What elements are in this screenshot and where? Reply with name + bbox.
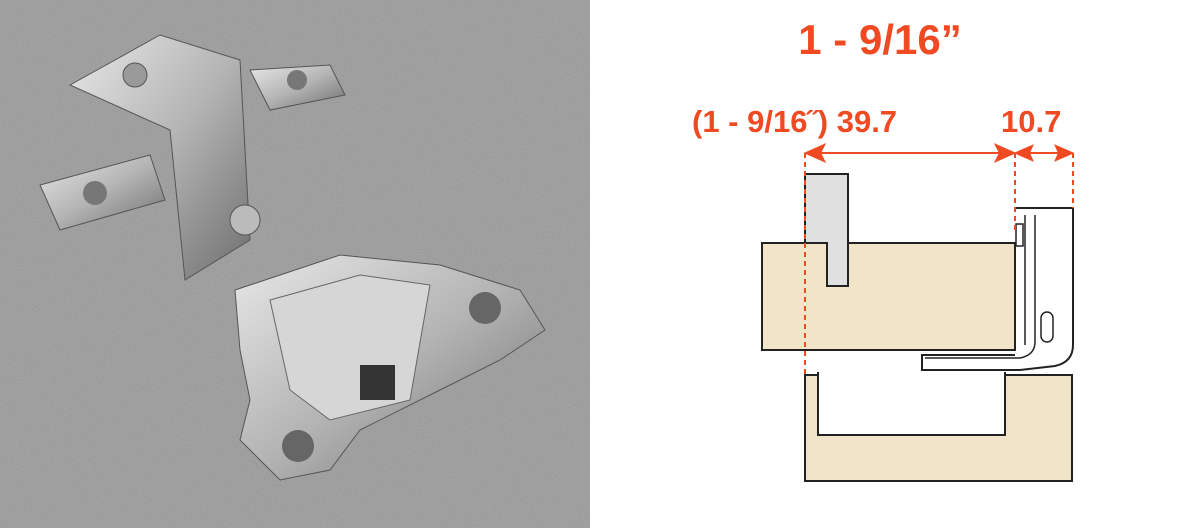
hinge-cup bbox=[817, 372, 1006, 436]
hinge-product-photo bbox=[0, 0, 590, 528]
overlay-dimension-label: (1 - 9/16˝) 39.7 bbox=[692, 104, 898, 139]
offset-dimension-label: 10.7 bbox=[1001, 104, 1062, 139]
hinge-illustration bbox=[0, 0, 590, 528]
door-panel bbox=[761, 242, 1016, 351]
overlay-title: 1 - 9/16” bbox=[798, 16, 962, 63]
